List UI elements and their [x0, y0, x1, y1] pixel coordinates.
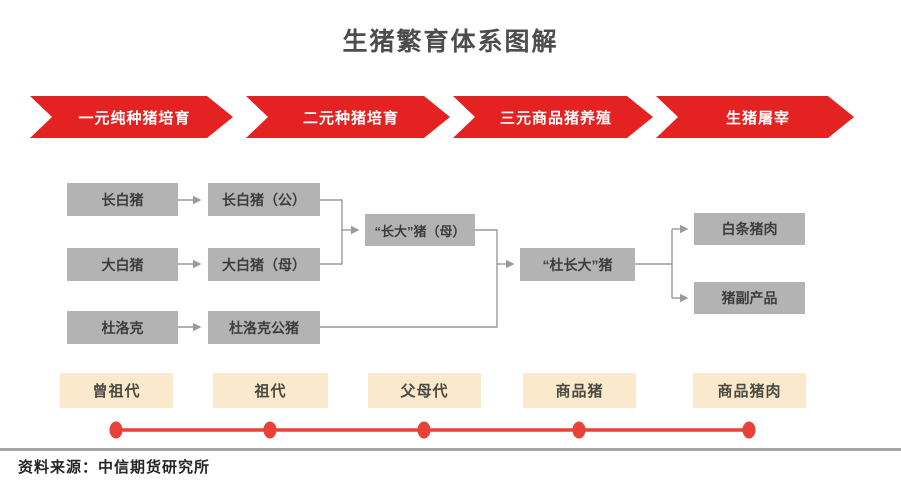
stage-banner-label: 三元商品猪养殖: [499, 109, 612, 127]
stage-banner-label: 二元种猪培育: [302, 109, 399, 127]
box-duchangda-pig: “杜长大”猪: [520, 248, 635, 281]
generation-commodity-pork: 商品猪肉: [693, 373, 806, 408]
box-yorkshire: 大白猪: [67, 248, 178, 281]
stage-banner-binary: 二元种猪培育: [246, 96, 450, 138]
generation-parent: 父母代: [368, 373, 481, 408]
box-landrace-boar: 长白猪（公）: [208, 183, 320, 216]
generation-grandparent: 祖代: [213, 373, 328, 408]
box-carcass-pork: 白条猪肉: [694, 213, 805, 245]
stage-banner-label: 生猪屠宰: [725, 109, 790, 127]
stage-banner-label: 一元纯种猪培育: [78, 109, 191, 127]
box-landrace: 长白猪: [67, 183, 178, 216]
generation-great-grandparent: 曾祖代: [60, 373, 173, 408]
generation-commodity-pig: 商品猪: [523, 373, 636, 408]
stage-banner-purebred: 一元纯种猪培育: [30, 96, 233, 138]
box-duroc: 杜洛克: [67, 311, 178, 344]
box-duroc-boar: 杜洛克公猪: [208, 311, 320, 344]
footer-divider: [0, 448, 901, 451]
box-changda-sow: “长大”猪（母）: [365, 214, 475, 246]
box-pork-byproducts: 猪副产品: [694, 282, 805, 314]
stage-banner-commodity: 三元商品猪养殖: [453, 96, 653, 138]
page-title: 生猪繁育体系图解: [342, 28, 559, 56]
box-yorkshire-sow: 大白猪（母）: [208, 248, 320, 281]
stage-banner-slaughter: 生猪屠宰: [656, 96, 854, 138]
timeline-dots: [109, 421, 756, 439]
source-note: 资料来源：中信期货研究所: [18, 459, 211, 476]
